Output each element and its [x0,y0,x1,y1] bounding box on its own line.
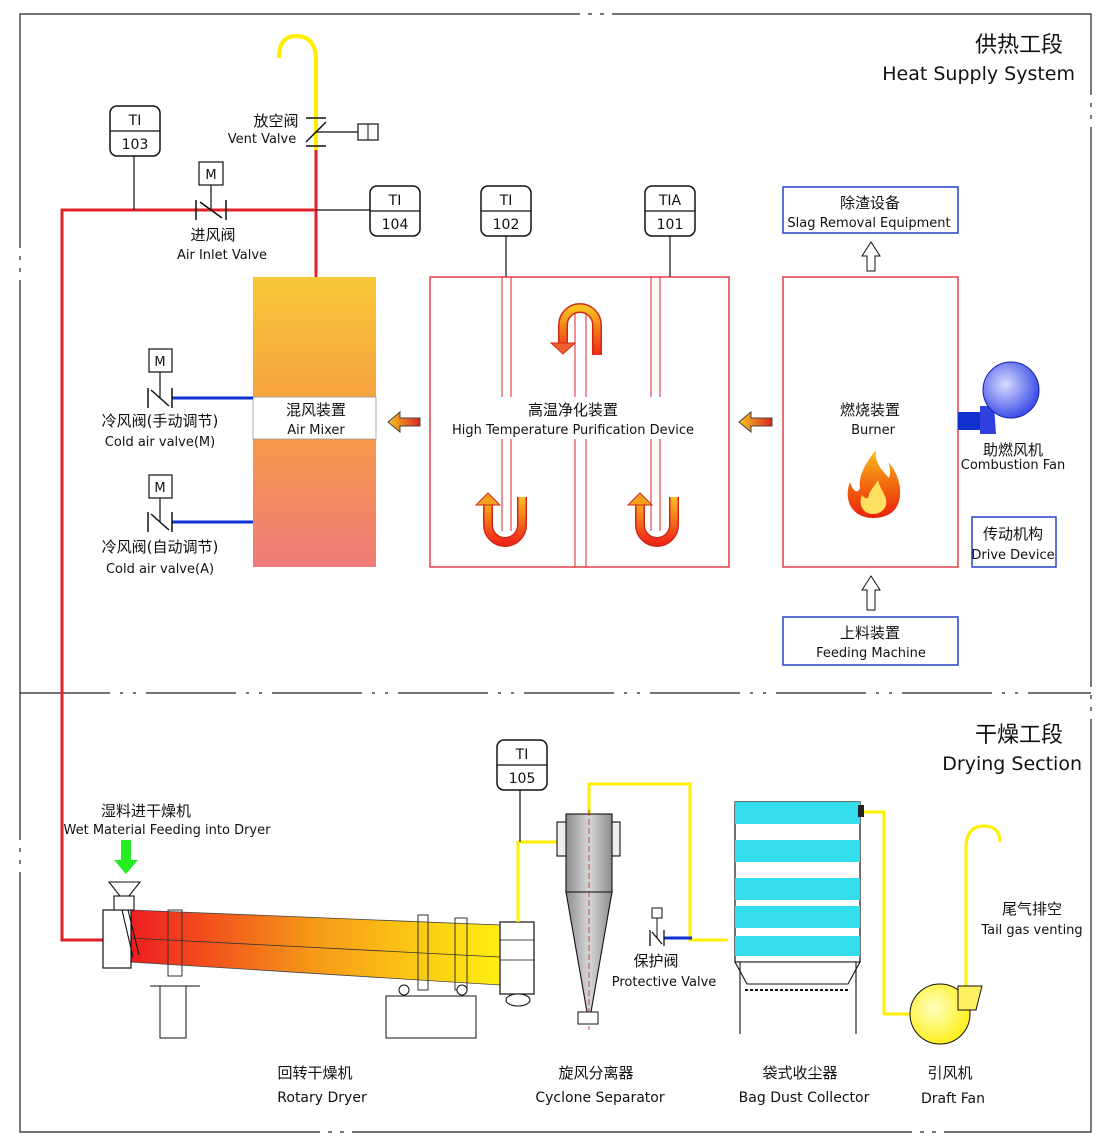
protective-valve[interactable] [649,907,692,946]
heat-section-title: 供热工段 Heat Supply System [882,33,1075,85]
protective-valve-label-zh: 保护阀 [633,952,678,970]
instrument-tia-101[interactable]: TIA 101 [644,185,696,277]
up-arrow-to-slag [861,241,881,272]
rotary-dryer[interactable] [102,881,535,1039]
slag-label-en: Slag Removal Equipment [787,216,950,231]
combustion-fan-label-zh: 助燃风机 [983,441,1043,459]
cold-valve-a-label-en: Cold air valve(A) [106,562,214,577]
cold-air-valve-auto[interactable]: M [147,474,253,532]
rotary-dryer-label-en: Rotary Dryer [277,1090,367,1106]
drive-label-zh: 传动机构 [983,525,1043,543]
hot-air-pipe [60,208,318,942]
feeding-label-en: Feeding Machine [816,646,926,661]
purification-label-en: High Temperature Purification Device [452,423,694,438]
svg-text:102: 102 [493,217,520,233]
slag-removal-equipment[interactable]: 除渣设备 Slag Removal Equipment [782,186,959,234]
cold-valve-m-motor-label: M [154,355,165,370]
air-inlet-valve-label-en: Air Inlet Valve [177,248,267,263]
cyclone-label-en: Cyclone Separator [535,1090,665,1106]
svg-text:TIA: TIA [658,193,682,209]
wet-material-label-zh: 湿料进干燥机 [101,802,191,820]
protective-valve-label-en: Protective Valve [612,975,717,990]
draft-fan[interactable] [909,983,983,1045]
down-arrow-wet-material [114,840,138,874]
dry-section-title: 干燥工段 Drying Section [942,723,1082,775]
purification-label-zh: 高温净化装置 [528,401,618,419]
heat-section-title-en: Heat Supply System [882,63,1075,85]
svg-text:105: 105 [509,771,536,787]
cyclone-label-zh: 旋风分离器 [558,1064,633,1082]
air-mixer-label-en: Air Mixer [287,423,345,438]
cold-valve-m-label-en: Cold air valve(M) [105,435,215,450]
svg-text:104: 104 [382,217,409,233]
instrument-ti-103[interactable]: TI 103 [109,105,161,210]
cold-valve-a-motor-label: M [154,481,165,496]
air-inlet-valve[interactable]: M [195,161,227,220]
drive-device[interactable]: 传动机构 Drive Device [971,516,1057,568]
bag-collector-label-zh: 袋式收尘器 [762,1064,837,1082]
exhaust-pipe [516,782,1002,1016]
rotary-dryer-label-zh: 回转干燥机 [277,1064,352,1082]
instrument-ti-102[interactable]: TI 102 [480,185,532,277]
air-mixer[interactable]: 混风装置 Air Mixer [252,277,377,567]
flow-arrow-to-mixer [387,410,421,434]
purification-device[interactable]: 高温净化装置 High Temperature Purification Dev… [429,276,730,568]
vent-valve[interactable] [305,117,379,147]
cold-valve-a-label-zh: 冷风阀(自动调节) [102,538,219,556]
cyclone-separator[interactable] [556,810,621,1030]
combustion-fan[interactable] [958,361,1040,434]
svg-text:TI: TI [499,193,513,209]
diagram-frame [19,13,1092,1133]
svg-text:TI: TI [515,747,529,763]
tail-gas-label-zh: 尾气排空 [1002,900,1062,918]
air-mixer-label-zh: 混风装置 [286,401,346,419]
draft-fan-label-en: Draft Fan [921,1091,985,1107]
burner-label-en: Burner [851,423,896,438]
flow-arrow-to-purifier [738,410,773,434]
cold-valve-m-label-zh: 冷风阀(手动调节) [102,412,219,430]
air-inlet-valve-label-zh: 进风阀 [190,226,235,244]
dry-section-title-zh: 干燥工段 [975,723,1063,748]
feeding-machine[interactable]: 上料装置 Feeding Machine [782,616,959,666]
wet-material-label-en: Wet Material Feeding into Dryer [64,823,272,838]
feeding-label-zh: 上料装置 [840,624,900,642]
vent-valve-label-en: Vent Valve [228,132,297,147]
vent-stack [277,33,318,210]
slag-label-zh: 除渣设备 [840,194,900,212]
dry-section-title-en: Drying Section [942,753,1082,775]
draft-fan-label-zh: 引风机 [927,1064,972,1082]
vent-valve-label-zh: 放空阀 [253,112,298,130]
drive-label-en: Drive Device [971,548,1054,563]
burner[interactable]: 燃烧装置 Burner [782,276,959,568]
tail-gas-label-en: Tail gas venting [980,923,1082,938]
instrument-ti-104[interactable]: TI 104 [316,185,421,237]
svg-text:103: 103 [122,137,149,153]
bag-collector-label-en: Bag Dust Collector [739,1090,870,1106]
flame-icon [847,450,901,518]
burner-label-zh: 燃烧装置 [840,401,900,419]
svg-text:TI: TI [388,193,402,209]
svg-text:TI: TI [128,113,142,129]
combustion-fan-label-en: Combustion Fan [961,458,1065,473]
cold-air-valve-manual[interactable]: M [147,348,253,408]
air-inlet-motor-label: M [205,168,216,183]
bag-dust-collector[interactable] [734,801,864,1034]
instrument-ti-105[interactable]: TI 105 [496,739,548,842]
heat-section-title-zh: 供热工段 [975,33,1063,58]
svg-text:101: 101 [657,217,684,233]
up-arrow-to-burner [861,575,881,611]
